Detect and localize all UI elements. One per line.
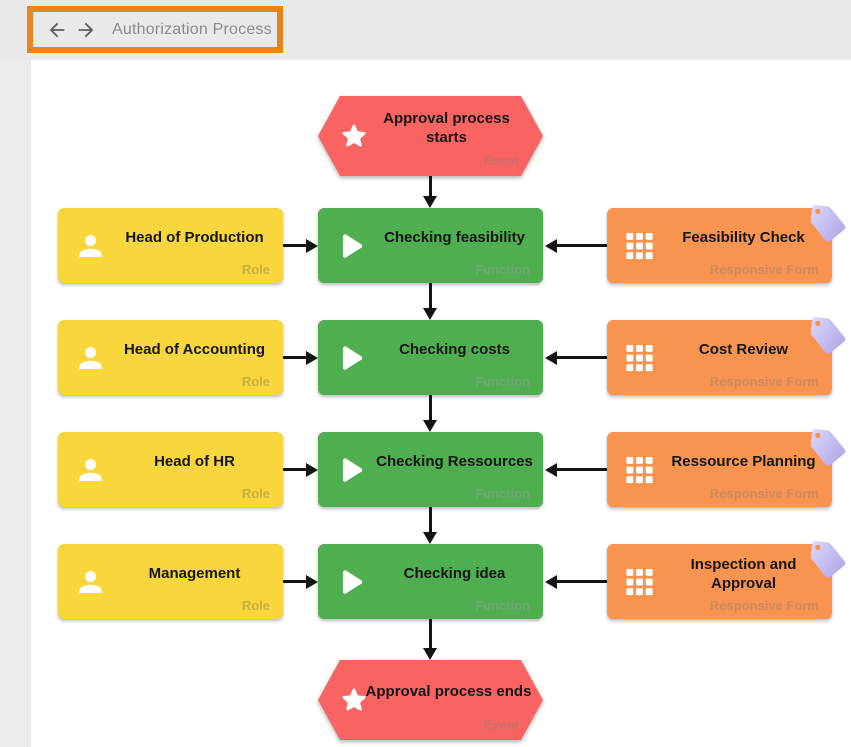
role-node[interactable]: Head of Accounting Role	[58, 320, 283, 395]
role-node[interactable]: Head of HR Role	[58, 432, 283, 507]
arrowhead-right-icon	[306, 238, 318, 253]
connector-role-to-function	[283, 580, 308, 583]
play-icon	[334, 341, 367, 374]
node-type-label: Role	[241, 598, 270, 613]
node-type-label: Role	[241, 262, 270, 277]
function-node[interactable]: Checking idea Function	[318, 544, 543, 619]
grid-icon	[623, 565, 656, 598]
node-type-label: Function	[475, 486, 530, 501]
page-title: Authorization Process	[112, 20, 272, 38]
node-label: Approval process ends	[365, 683, 532, 701]
role-node[interactable]: Management Role	[58, 544, 283, 619]
arrowhead-down-icon	[423, 420, 437, 432]
person-icon	[74, 453, 107, 486]
diagram-row: Head of Accounting Role Checking costs F…	[0, 317, 851, 395]
connector-f3-to-f4	[429, 507, 432, 534]
arrowhead-right-icon	[306, 574, 318, 589]
function-node[interactable]: Checking Ressources Function	[318, 432, 543, 507]
arrowhead-down-icon	[423, 308, 437, 320]
node-label: Ressource Planning	[671, 453, 816, 471]
arrowhead-right-icon	[306, 462, 318, 477]
arrow-right-icon	[78, 22, 94, 37]
node-type-label: Role	[241, 486, 270, 501]
form-node[interactable]: Ressource Planning Responsive Form	[607, 429, 846, 507]
left-gutter	[0, 60, 31, 747]
arrowhead-left-icon	[545, 350, 557, 365]
connector-form-to-function	[557, 356, 607, 359]
tag-icon	[810, 205, 846, 242]
node-label: Checking costs	[399, 341, 510, 359]
form-node[interactable]: Inspection and Approval Responsive Form	[607, 541, 846, 619]
arrowhead-left-icon	[545, 574, 557, 589]
diagram-row: Head of Production Role Checking feasibi…	[0, 205, 851, 283]
person-icon	[74, 341, 107, 374]
arrowhead-down-icon	[423, 196, 437, 208]
connector-f2-to-f3	[429, 395, 432, 422]
node-type-label: Event	[483, 717, 519, 732]
tag-icon	[810, 429, 846, 466]
function-node[interactable]: Checking feasibility Function	[318, 208, 543, 283]
arrowhead-down-icon	[423, 648, 437, 660]
node-label: Checking Ressources	[376, 453, 533, 471]
event-node-end[interactable]: Approval process ends Event	[318, 660, 543, 740]
node-label: Inspection and Approval	[690, 555, 797, 592]
node-type-label: Event	[483, 153, 519, 168]
annotation-highlight: Authorization Process	[27, 6, 283, 53]
star-icon	[340, 122, 368, 150]
node-label: Head of Production	[125, 229, 264, 247]
arrowhead-right-icon	[306, 350, 318, 365]
node-label: Head of HR	[154, 453, 235, 471]
connector-form-to-function	[557, 468, 607, 471]
node-type-label: Responsive Form	[709, 486, 819, 501]
tag-icon	[810, 317, 846, 354]
forward-button[interactable]	[75, 19, 97, 41]
connector-start-to-f1	[429, 176, 432, 198]
diagram-row: Management Role Checking idea Function I…	[0, 541, 851, 619]
node-label: Management	[148, 565, 241, 583]
node-label: Approval process starts	[383, 109, 510, 146]
arrowhead-down-icon	[423, 532, 437, 544]
node-type-label: Function	[475, 262, 530, 277]
arrowhead-left-icon	[545, 462, 557, 477]
event-node-start[interactable]: Approval process starts Event	[318, 96, 543, 176]
role-node[interactable]: Head of Production Role	[58, 208, 283, 283]
play-icon	[334, 229, 367, 262]
node-label: Checking idea	[403, 565, 506, 583]
person-icon	[74, 565, 107, 598]
node-type-label: Function	[475, 374, 530, 389]
grid-icon	[623, 229, 656, 262]
tag-icon	[810, 541, 846, 578]
grid-icon	[623, 341, 656, 374]
connector-role-to-function	[283, 468, 308, 471]
play-icon	[334, 565, 367, 598]
connector-f4-to-end	[429, 619, 432, 650]
diagram-row: Head of HR Role Checking Ressources Func…	[0, 429, 851, 507]
connector-role-to-function	[283, 356, 308, 359]
play-icon	[334, 453, 367, 486]
node-type-label: Function	[475, 598, 530, 613]
connector-form-to-function	[557, 580, 607, 583]
function-node[interactable]: Checking costs Function	[318, 320, 543, 395]
node-type-label: Responsive Form	[709, 598, 819, 613]
node-label: Feasibility Check	[682, 229, 805, 247]
back-button[interactable]	[46, 19, 68, 41]
node-label: Cost Review	[698, 341, 789, 359]
connector-role-to-function	[283, 244, 308, 247]
person-icon	[74, 229, 107, 262]
node-type-label: Role	[241, 374, 270, 389]
connector-form-to-function	[557, 244, 607, 247]
node-type-label: Responsive Form	[709, 374, 819, 389]
grid-icon	[623, 453, 656, 486]
form-node[interactable]: Feasibility Check Responsive Form	[607, 205, 846, 283]
arrow-left-icon	[49, 22, 65, 37]
arrowhead-left-icon	[545, 238, 557, 253]
star-icon	[340, 686, 368, 714]
node-type-label: Responsive Form	[709, 262, 819, 277]
connector-f1-to-f2	[429, 283, 432, 310]
form-node[interactable]: Cost Review Responsive Form	[607, 317, 846, 395]
node-label: Checking feasibility	[384, 229, 525, 247]
node-label: Head of Accounting	[123, 341, 266, 359]
